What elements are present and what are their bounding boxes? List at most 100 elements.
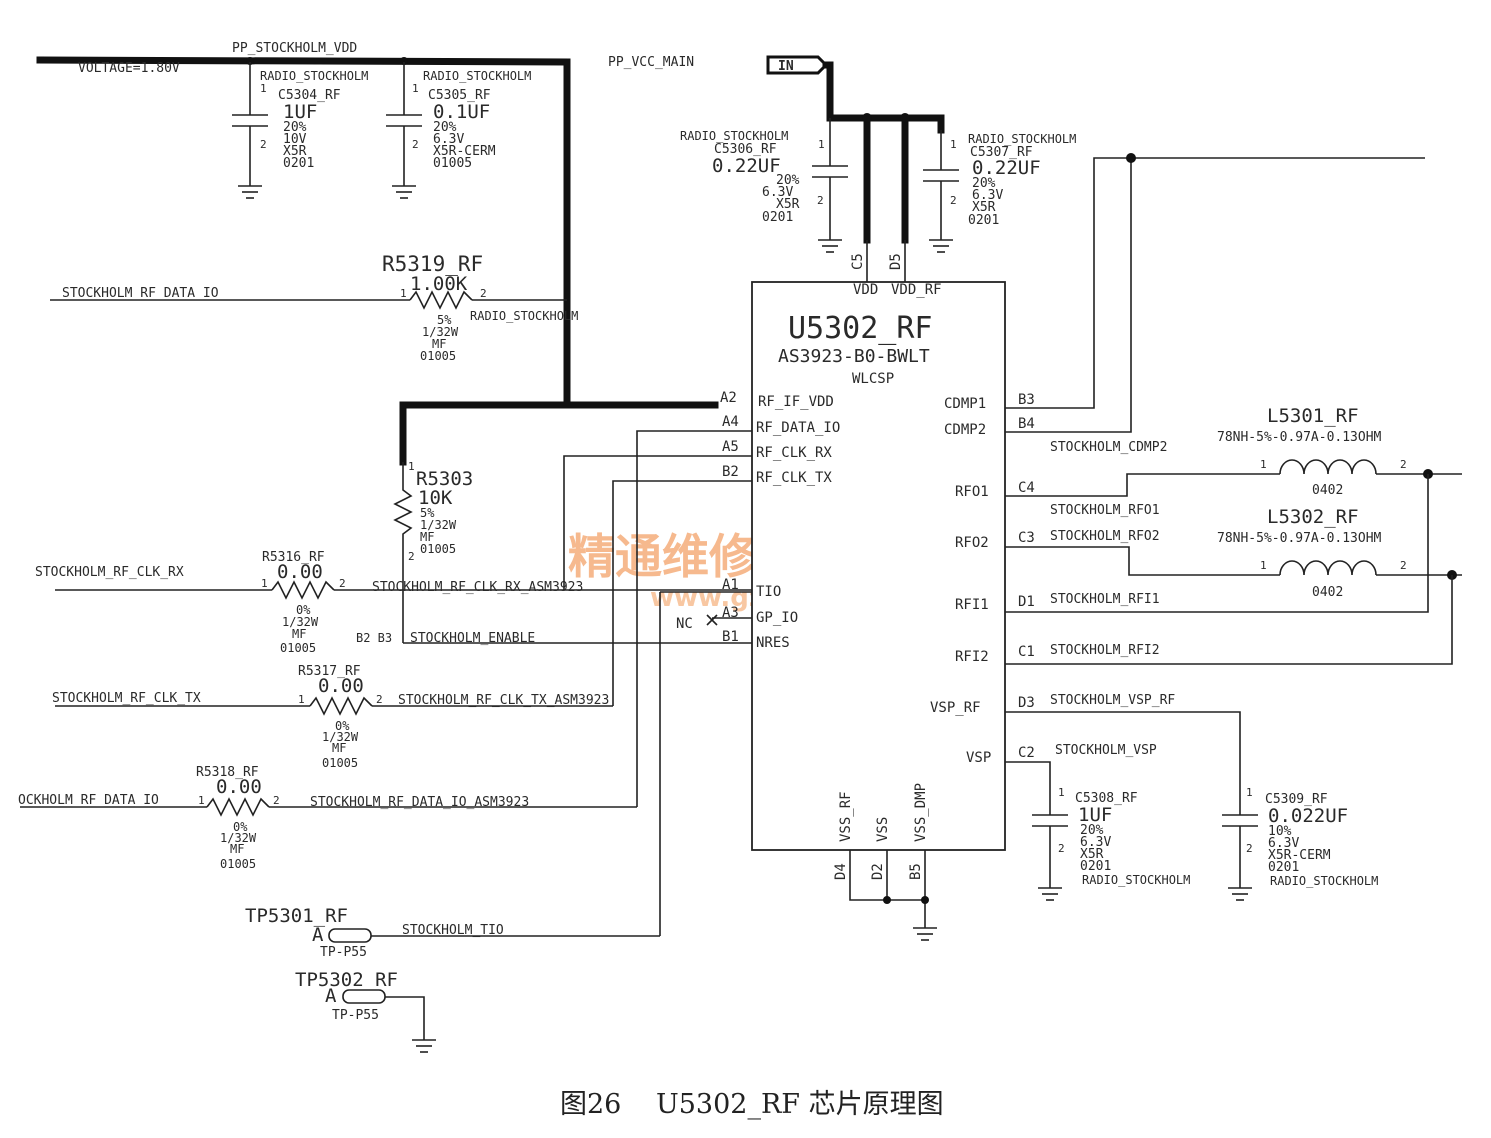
nets-rfo2-label: STOCKHOLM_RFO2 [1050, 529, 1160, 544]
chip-pins_right-1-name-label: CDMP2 [944, 422, 986, 438]
chip-pins_left-5-name-label: GP_IO [756, 610, 798, 626]
capacitors-5-volt-label: 6.3V [1268, 836, 1299, 851]
resistors-2-value-label: 0.00 [277, 561, 323, 583]
resistors-1-size-label: 01005 [420, 542, 456, 556]
resistors-2-size-label: 01005 [280, 641, 316, 655]
pin_numbers-one-label: 1 [412, 82, 419, 95]
resistors-1-tol-label: 5% [420, 506, 435, 520]
capacitors-1-volt-label: 6.3V [433, 132, 464, 147]
nets-rfi2-label: STOCKHOLM_RFI2 [1050, 643, 1160, 658]
chip-pins_top-1-ball-label: D5 [888, 253, 904, 270]
pin_numbers-one-label: 1 [400, 287, 407, 300]
chip-u5302: U5302_RF AS3923-B0-BWLT WLCSP VDD VDD_RF… [660, 281, 1035, 941]
resistors-3-value-label: 0.00 [318, 675, 364, 697]
chip-pins_right-5-ball-label: C1 [1018, 644, 1035, 660]
nets-tio-label: STOCKHOLM_TIO [402, 923, 504, 938]
resistors-0-type-label: MF [432, 337, 446, 351]
capacitors-3-diel-label: X5R [972, 200, 996, 215]
chip-pins_top-0-name-label: VDD [853, 282, 878, 298]
resistors-1-ref-label: R5303 [416, 468, 473, 490]
resistors-4-tol-label: 0% [233, 820, 248, 834]
pin_numbers-two-label: 2 [412, 138, 419, 151]
caption-title: U5302_RF 芯片原理图 [656, 1089, 944, 1120]
pin_numbers-two-label: 2 [1400, 458, 1407, 471]
testpoints-1-pin-label: A [325, 985, 337, 1007]
chip-pins_left-1-ball-label: A4 [722, 414, 739, 430]
chip-pins_right-7-name-label: VSP [966, 750, 991, 766]
pin_numbers-two-label: 2 [1246, 842, 1253, 855]
nets-clk_tx_out-label: STOCKHOLM_RF_CLK_TX_ASM3923 [398, 693, 609, 708]
chip-pins_left-2-name-label: RF_CLK_RX [756, 445, 832, 461]
pin_numbers-one-label: 1 [1058, 786, 1065, 799]
capacitors-0-tol-label: 20% [283, 120, 307, 135]
chip-pins_left-3-name-label: RF_CLK_TX [756, 470, 832, 486]
capacitors-2-volt-label: 6.3V [762, 185, 793, 200]
capacitors-2-tol-label: 20% [776, 173, 800, 188]
resistors-2-ref-label: R5316_RF [262, 550, 325, 565]
chip-pins_top-1-name-label: VDD_RF [891, 282, 942, 298]
rail-label: PP_STOCKHOLM_VDD [232, 41, 357, 56]
pin_numbers-one-label: 1 [298, 693, 305, 706]
resistor-r5303: 1 2 R5303 10K 5% 1/32W MF 01005 B2 B3 ST… [356, 460, 752, 646]
capacitors-1-size-label: 01005 [433, 156, 472, 171]
inductor-l5301: L5301_RF 78NH-5%-0.97A-0.13OHM 1 2 0402 … [1005, 405, 1462, 518]
testpoints-0-pin-label: A [312, 924, 324, 946]
inductor-l5302: L5302_RF 78NH-5%-0.97A-0.13OHM 1 2 0402 … [1005, 506, 1462, 600]
chip-pins_right-2-ball-label: C4 [1018, 480, 1035, 496]
capacitors-0-ref-label: C5304_RF [278, 88, 341, 103]
resistors-3-size-label: 01005 [322, 756, 358, 770]
nets-clk_rx_out-label: STOCKHOLM_RF_CLK_RX_ASM3923 [372, 580, 583, 595]
capacitors-5-tag-label: RADIO_STOCKHOLM [1270, 874, 1378, 888]
resistor-r5319: STOCKHOLM_RF_DATA_IO R5319_RF 1.00K 1 2 … [50, 252, 578, 363]
nets-data_in2-label: OCKHOLM_RF_DATA_IO [18, 793, 159, 808]
resistors-4-type-label: MF [230, 842, 244, 856]
capacitors-0-tag-label: RADIO_STOCKHOLM [260, 69, 368, 83]
capacitors-5-tol-label: 10% [1268, 824, 1292, 839]
chip-pins_right-3-name-label: RFO2 [955, 535, 989, 551]
chip-pins_right-6-ball-label: D3 [1018, 695, 1035, 711]
capacitor-c5307: 1 2 RADIO_STOCKHOLM C5307_RF 0.22UF 20% … [923, 130, 1076, 253]
chip-pins_bottom-2-ball-label: B5 [908, 863, 924, 880]
chip-pins_left-6-ball-label: B1 [722, 629, 739, 645]
chip-pins_bottom-1-name-label: VSS [875, 817, 891, 842]
testpoints-1-part-label: TP-P55 [332, 1008, 379, 1023]
pin_numbers-one-label: 1 [1246, 786, 1253, 799]
capacitor-c5308: 1 2 STOCKHOLM_VSP C5308_RF 1UF 20% 6.3V … [1005, 743, 1190, 901]
nets-b2b3-label: B2 B3 [356, 631, 392, 645]
inductors-1-ref-label: L5302_RF [1267, 506, 1359, 528]
chip-package: WLCSP [852, 371, 894, 387]
chip-pins_left-6-name-label: NRES [756, 635, 790, 651]
capacitors-3-value-label: 0.22UF [972, 157, 1041, 179]
cdmp-routing: STOCKHOLM_CDMP2 [1005, 153, 1425, 455]
capacitors-3-volt-label: 6.3V [972, 188, 1003, 203]
resistors-4-ref-label: R5318_RF [196, 765, 259, 780]
capacitors-0-volt-label: 10V [283, 132, 307, 147]
nets-rfo1-label: STOCKHOLM_RFO1 [1050, 503, 1160, 518]
inductors-0-ref-label: L5301_RF [1267, 405, 1359, 427]
capacitors-4-size-label: 0201 [1080, 859, 1111, 874]
chip-pins_right-0-ball-label: B3 [1018, 392, 1035, 408]
pin_numbers-two-label: 2 [376, 693, 383, 706]
chip-pins_right-7-ball-label: C2 [1018, 745, 1035, 761]
resistors-3-pwr-label: 1/32W [322, 730, 359, 744]
testpoints-1-ref-label: TP5302_RF [295, 969, 398, 991]
vdd-rail: PP_STOCKHOLM_VDD VOLTAGE=1.80V [36, 41, 719, 466]
nets-data_in-label: STOCKHOLM_RF_DATA_IO [62, 286, 219, 301]
capacitors-5-diel-label: X5R-CERM [1268, 848, 1331, 863]
resistors-3-ref-label: R5317_RF [298, 664, 361, 679]
resistor-r5318: OCKHOLM_RF_DATA_IO R5318_RF 0.00 1 2 0% … [18, 765, 637, 871]
resistors-4-value-label: 0.00 [216, 776, 262, 798]
capacitors-4-tag-label: RADIO_STOCKHOLM [1082, 873, 1190, 887]
pin_numbers-two-label: 2 [480, 287, 487, 300]
resistors-2-type-label: MF [292, 627, 306, 641]
resistors-1-type-label: MF [420, 530, 434, 544]
capacitor-c5305: 1 2 RADIO_STOCKHOLM C5305_RF 0.1UF 20% 6… [386, 62, 531, 199]
chip-pins_bottom-0-ball-label: D4 [833, 863, 849, 880]
capacitors-4-value-label: 1UF [1078, 804, 1112, 826]
pin_numbers-two-label: 2 [339, 577, 346, 590]
resistor-r5316: STOCKHOLM_RF_CLK_RX R5316_RF 0.00 1 2 0%… [35, 550, 752, 655]
capacitors-0-value-label: 1UF [283, 101, 317, 123]
capacitor-c5306: 1 2 RADIO_STOCKHOLM C5306_RF 0.22UF 20% … [680, 118, 848, 253]
chip-ref: U5302_RF [788, 311, 933, 346]
resistors-0-ref-label: R5319_RF [382, 252, 483, 276]
